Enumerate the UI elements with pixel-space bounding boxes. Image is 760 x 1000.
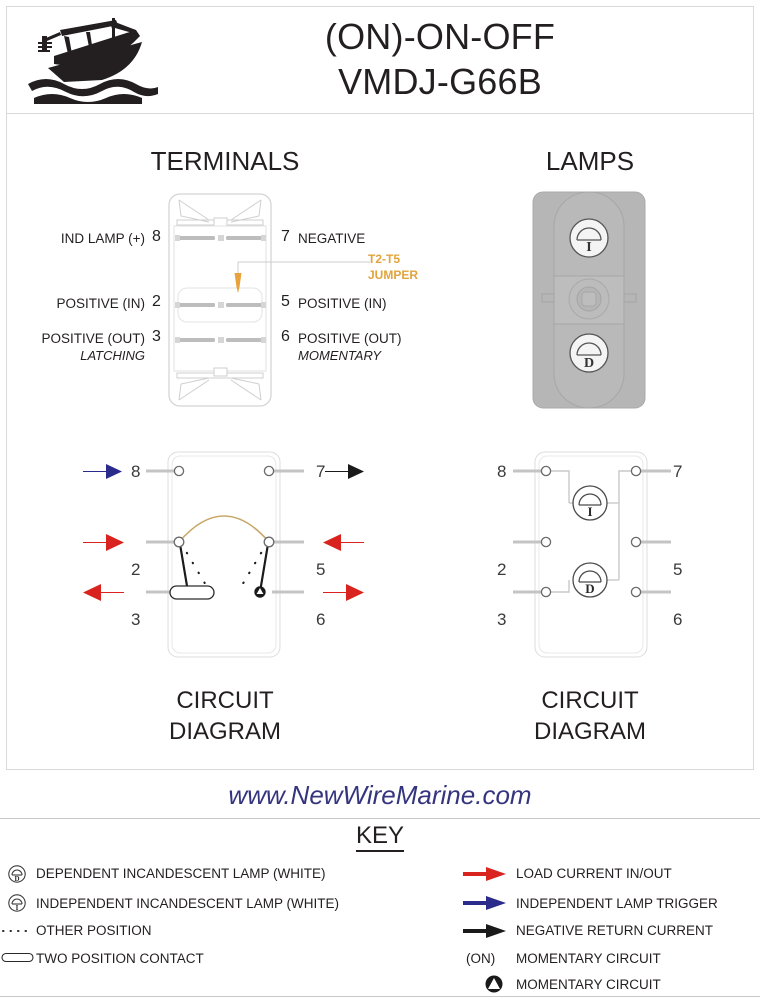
arrow-red-terminal-3 [83,584,124,601]
key-item-other-position: OTHER POSITION [36,923,152,938]
cd-right-line-2: DIAGRAM [533,717,646,745]
terminal-label-5: POSITIVE (IN) [298,296,387,311]
circuit-left-number-3: 3 [131,610,141,629]
t2-t5-jumper-indicator [234,261,370,293]
key-item-independent-lamp-trigger: INDEPENDENT LAMP TRIGGER [516,896,718,911]
momentary-circuit-symbol [254,586,266,598]
terminal-number-7: 7 [281,228,290,245]
arrow-red-terminal-6 [323,584,364,601]
cd-left-line-2: DIAGRAM [168,717,281,745]
black-arrow-icon [462,923,508,941]
circuit-right-number-7: 7 [673,462,683,481]
terminal-number-6: 6 [281,328,290,345]
circuit-diagram-left-caption: CIRCUIT DIAGRAM [120,686,330,747]
svg-text:I: I [587,504,592,519]
title-line-2: VMDJ-G66B [338,61,542,102]
arrow-red-terminal-2 [83,534,124,551]
circuit-left-number-6: 6 [316,610,326,629]
cd-right-line-1: CIRCUIT [541,687,639,714]
circuit-right-number-3: 3 [497,610,507,629]
terminal-label-6-sub: MOMENTARY [298,347,382,363]
circuit-left-number-7: 7 [316,462,326,481]
dotted-line-icon [2,924,32,942]
terminals-section-title: TERMINALS [150,146,300,176]
terminals-switch-drawing [168,193,272,407]
website-url[interactable]: www.NewWireMarine.com [228,780,532,810]
terminal-label-6: POSITIVE (OUT) MOMENTARY [298,331,402,363]
terminal-number-5: 5 [281,293,290,310]
circuit-lamp-dependent: D [572,562,608,598]
circuit-right-number-2: 2 [497,560,507,579]
key-divider [0,818,760,819]
independent-lamp-icon: I [6,893,28,912]
key-item-negative-return: NEGATIVE RETURN CURRENT [516,923,714,938]
terminal-number-3: 3 [152,328,161,345]
momentary-circle-icon [484,974,504,993]
title-line-1: (ON)-ON-OFF [324,16,556,57]
circuit-left-number-5: 5 [316,560,326,579]
terminal-label-3: POSITIVE (OUT) LATCHING [0,331,145,364]
svg-text:I: I [586,240,591,255]
header-divider [7,113,753,114]
blue-arrow-icon [462,895,508,913]
svg-text:D: D [584,356,594,371]
key-item-two-position-contact: TWO POSITION CONTACT [36,951,204,966]
red-arrow-icon [462,866,508,884]
lamps-section-title: LAMPS [545,146,635,176]
key-section-title: KEY [0,822,760,852]
terminal-number-2: 2 [152,293,161,310]
two-position-contact-symbol [169,585,215,600]
circuit-right-number-6: 6 [673,610,683,629]
terminal-label-3-sub: LATCHING [80,347,145,363]
cd-left-line-1: CIRCUIT [176,687,274,714]
key-item-momentary-circuit-on: MOMENTARY CIRCUIT [516,951,661,966]
key-item-dependent-lamp: DEPENDENT INCANDESCENT LAMP (WHITE) [36,866,326,881]
terminal-label-2: POSITIVE (IN) [56,296,145,311]
circuit-right-number-5: 5 [673,560,683,579]
arrow-blue-terminal-8 [83,464,122,479]
svg-text:D: D [14,875,19,883]
jumper-callout-label: T2-T5 JUMPER [368,252,418,283]
circuit-lamp-independent: I [572,485,608,521]
terminal-label-7: NEGATIVE [298,231,366,246]
circuit-diagram-left-drawing [83,451,364,658]
circuit-diagram-right-drawing: I D [513,451,671,658]
boat-logo-icon [24,12,164,104]
key-item-independent-lamp: INDEPENDENT INCANDESCENT LAMP (WHITE) [36,896,340,911]
terminal-label-8: IND LAMP (+) [60,231,145,246]
svg-text:I: I [16,904,19,912]
key-item-momentary-circuit-symbol: MOMENTARY CIRCUIT [516,977,661,992]
circuit-right-number-8: 8 [497,462,507,481]
lamps-switch-drawing: I D [532,191,646,409]
arrow-black-terminal-7 [325,464,364,479]
page-title: (ON)-ON-OFF VMDJ-G66B [180,14,700,104]
key-item-load-current: LOAD CURRENT IN/OUT [516,866,672,881]
circuit-left-number-8: 8 [131,462,141,481]
lamp-symbol-bottom: D [569,333,609,373]
dependent-lamp-icon: D [6,864,28,883]
two-position-contact-icon [1,950,35,968]
arrow-red-terminal-5 [323,534,364,551]
terminal-number-8: 8 [152,228,161,245]
lamp-symbol-top: I [569,218,609,258]
circuit-left-number-2: 2 [131,560,141,579]
on-text-icon: (ON) [466,951,496,966]
circuit-diagram-right-caption: CIRCUIT DIAGRAM [485,686,695,747]
key-title-text: KEY [355,822,405,852]
svg-text:D: D [585,581,594,596]
jumper-line-2: JUMPER [368,267,419,282]
bottom-divider [0,996,760,997]
jumper-line-1: T2-T5 [368,252,401,266]
